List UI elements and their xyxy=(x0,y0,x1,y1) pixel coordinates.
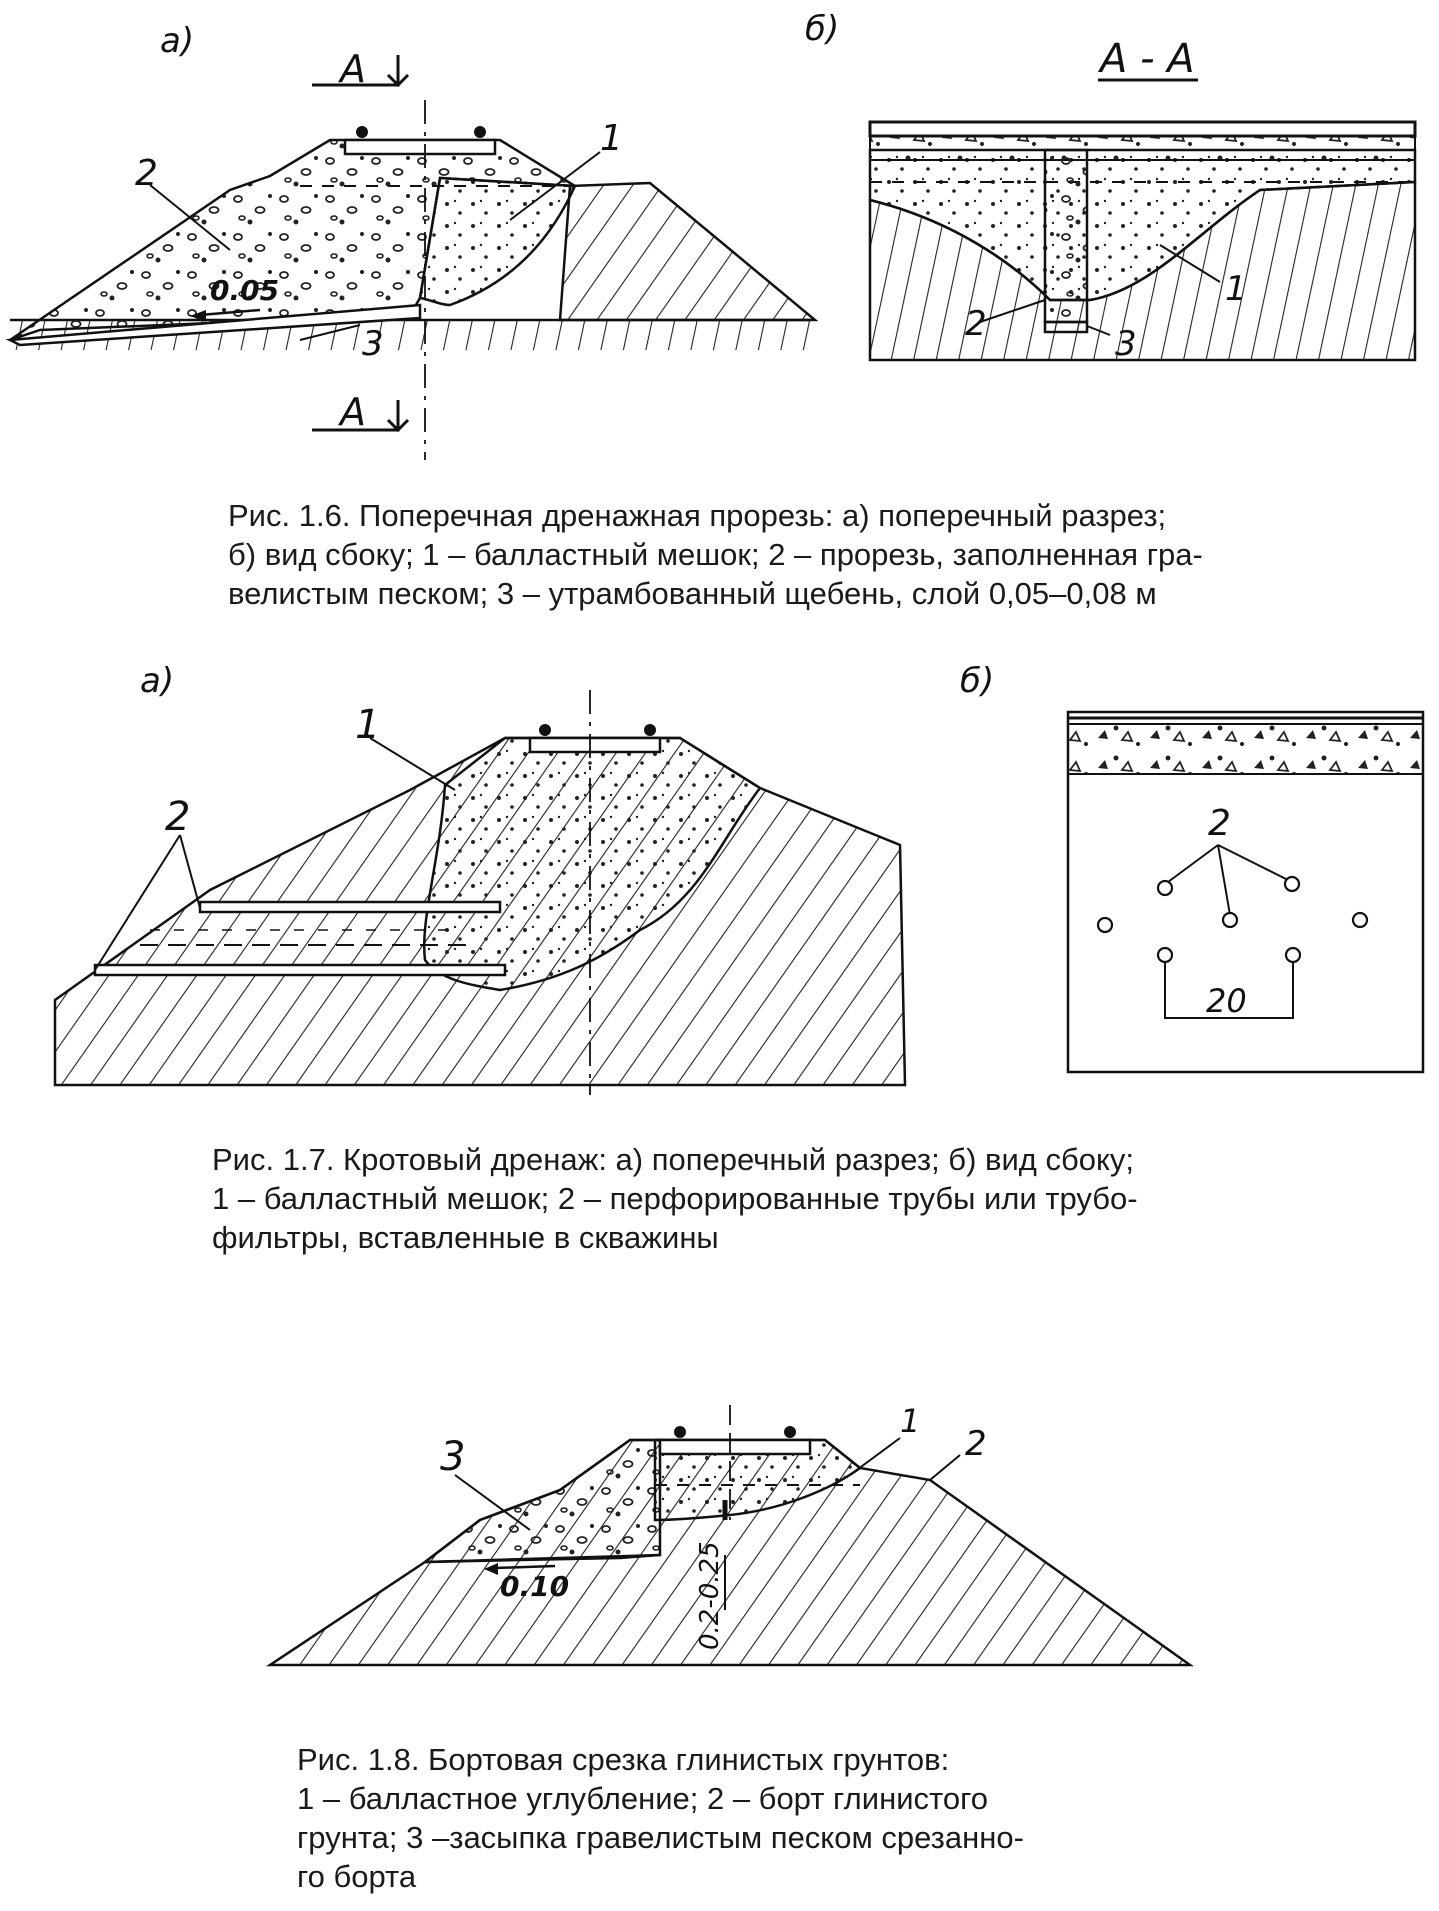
fig18-depth: 0.2-0.25 xyxy=(695,1541,725,1650)
fig17b-num2: 2 xyxy=(1208,803,1231,844)
fig18-slope: 0.10 xyxy=(500,1570,569,1603)
fig16-section-top: А xyxy=(337,47,366,91)
fig18-sleeper xyxy=(658,1438,812,1456)
fig17a-drawing xyxy=(53,690,907,1095)
fig17-caption-line: фильтры, вставленные в скважины xyxy=(212,1220,719,1255)
fig16-section-title: А - А xyxy=(1097,36,1195,82)
fig18-caption-line: Рис. 1.8. Бортовая срезка глинистых грун… xyxy=(297,1742,950,1777)
fig16-slope: 0.05 xyxy=(210,274,279,307)
fig17b-hole xyxy=(1096,916,1114,934)
fig18-drawing xyxy=(265,1405,1194,1667)
fig17-label-a: а) xyxy=(140,661,174,701)
fig17a-sleeper xyxy=(528,736,662,754)
fig18-num1: 1 xyxy=(900,1402,920,1440)
fig16a-tamped-layer xyxy=(5,303,422,347)
fig17a-pipe-top xyxy=(198,900,502,914)
fig16-caption: Рис. 1.6. Поперечная дренажная прорезь: … xyxy=(228,496,1203,613)
fig17b-drawing xyxy=(1066,710,1425,1074)
fig17-caption-line: Рис. 1.7. Кротовый дренаж: а) поперечный… xyxy=(212,1142,1135,1177)
fig17b-ballast xyxy=(1067,723,1424,775)
fig17b-hole xyxy=(1156,946,1174,964)
fig17-label-b: б) xyxy=(960,661,994,701)
fig17a-pipe-bottom xyxy=(93,963,507,977)
fig17b-hole xyxy=(1351,911,1369,929)
fig17b-hole xyxy=(1221,911,1239,929)
fig16b-tamped-layer xyxy=(1043,320,1089,334)
fig16b-num3: 3 xyxy=(1115,324,1137,364)
fig16-label-b: б) xyxy=(805,9,839,49)
fig17a-ballast-pocket xyxy=(423,736,762,992)
fig17-num2: 2 xyxy=(165,794,190,840)
fig16b-ballast-pocket xyxy=(868,148,1417,302)
fig17-caption-line: 1 – балластный мешок; 2 – перфорированны… xyxy=(212,1181,1138,1216)
fig16b-drawing xyxy=(868,78,1417,362)
fig16a-ballast-pocket xyxy=(418,176,577,307)
fig18-caption-line: 1 – балластное углубление; 2 – борт глин… xyxy=(297,1781,988,1816)
fig16b-cut xyxy=(1043,148,1089,324)
fig18-caption-line: го борта xyxy=(297,1859,417,1894)
fig17b-hole xyxy=(1156,879,1174,897)
fig16-label-a: а) xyxy=(160,21,194,61)
fig17b-dim: 20 xyxy=(1206,982,1247,1020)
fig16-section-bottom: А xyxy=(337,390,366,434)
fig16-num2: 2 xyxy=(135,153,158,194)
fig18-caption: Рис. 1.8. Бортовая срезка глинистых грун… xyxy=(297,1740,1024,1896)
fig18-num2: 2 xyxy=(965,1424,987,1464)
fig18-backfill xyxy=(421,1438,662,1564)
fig16a-embankment-hatch xyxy=(558,181,819,322)
fig17b-hole xyxy=(1283,875,1301,893)
fig16-caption-line: б) вид сбоку; 1 – балластный мешок; 2 – … xyxy=(228,537,1203,572)
fig18-num3: 3 xyxy=(440,1434,465,1480)
fig16b-num1: 1 xyxy=(1225,269,1247,309)
fig16b-num2: 2 xyxy=(965,304,987,344)
fig18-caption-line: грунта; 3 –засыпка гравелистым песком ср… xyxy=(297,1820,1024,1855)
fig16-num1: 1 xyxy=(600,118,623,159)
fig16a-sleeper xyxy=(343,138,497,156)
fig16-caption-line: Рис. 1.6. Поперечная дренажная прорезь: … xyxy=(228,498,1167,533)
fig16a-drawing xyxy=(5,55,819,460)
fig16b-rail xyxy=(868,120,1417,138)
fig17-caption: Рис. 1.7. Кротовый дренаж: а) поперечный… xyxy=(212,1140,1138,1257)
fig16b-sleepers xyxy=(869,135,1416,161)
fig17-num1: 1 xyxy=(355,702,380,748)
fig17b-hole xyxy=(1284,946,1302,964)
fig16-num3: 3 xyxy=(362,324,384,364)
fig18-ballast-pocket xyxy=(653,1438,863,1522)
fig16-caption-line: велистым песком; 3 – утрамбованный щебен… xyxy=(228,576,1157,611)
